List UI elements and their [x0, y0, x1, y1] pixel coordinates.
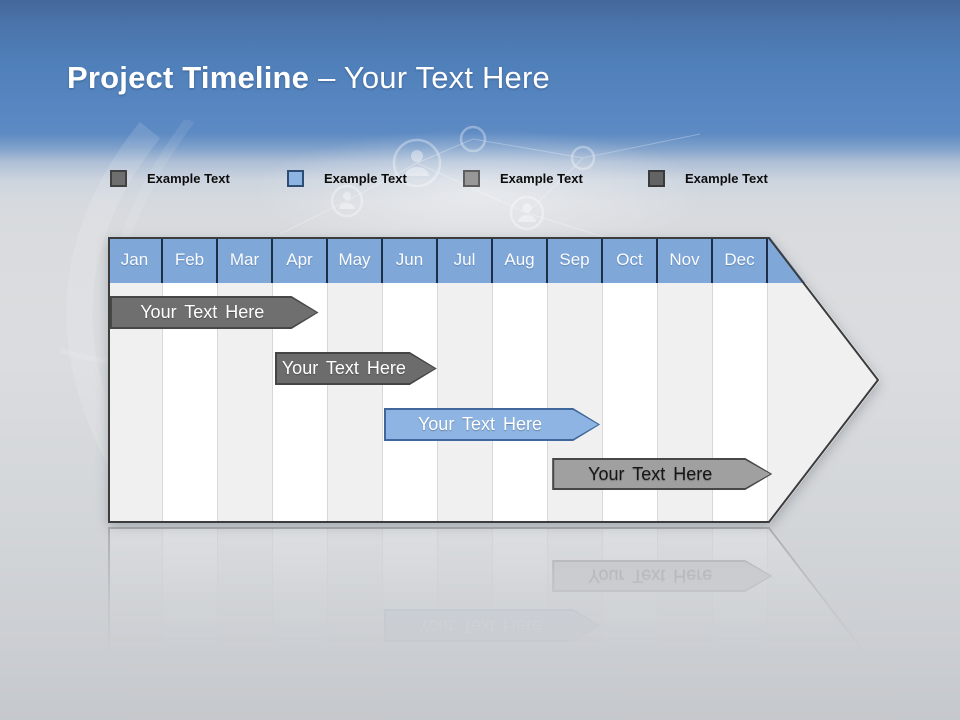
task-bar: Your Text Here	[384, 408, 600, 441]
task-bar-label: Your Text Here	[277, 354, 435, 383]
legend-label: Example Text	[685, 171, 768, 186]
legend-swatch	[463, 170, 480, 187]
legend-label: Example Text	[147, 171, 230, 186]
task-bar-label: Your Text Here	[554, 460, 770, 488]
legend-label: Example Text	[500, 171, 583, 186]
task-bar-label: Your Text Here	[112, 298, 317, 327]
slide-title-light: – Your Text Here	[318, 60, 550, 95]
task-bar: Your Text Here	[275, 352, 437, 385]
legend-item: Example Text	[287, 170, 407, 187]
task-bar-label: Your Text Here	[386, 410, 598, 439]
legend-item: Example Text	[110, 170, 230, 187]
legend-swatch	[110, 170, 127, 187]
legend-swatch	[648, 170, 665, 187]
legend-label: Example Text	[324, 171, 407, 186]
slide-title: Project Timeline– Your Text Here	[67, 60, 550, 96]
slide-title-bold: Project Timeline	[67, 60, 310, 95]
legend-item: Example Text	[463, 170, 583, 187]
legend-item: Example Text	[648, 170, 768, 187]
legend-swatch	[287, 170, 304, 187]
task-bar: Your Text Here	[110, 296, 319, 329]
task-bar: Your Text Here	[552, 458, 772, 490]
